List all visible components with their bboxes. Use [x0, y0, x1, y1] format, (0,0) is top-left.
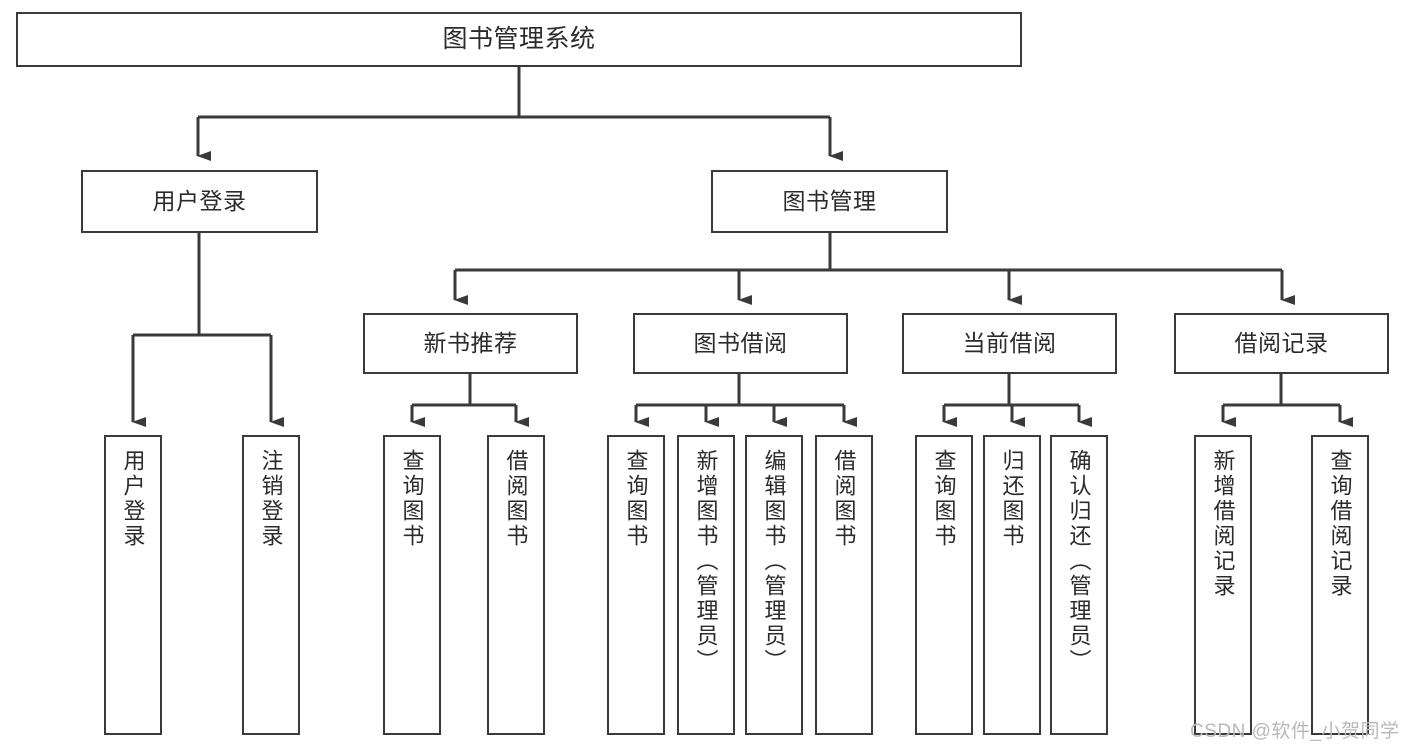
node-root[interactable]: 图书管理系统: [16, 12, 1022, 67]
node-book-borrow-label: 图书借阅: [693, 330, 788, 357]
leaf-book-borrow-lend-label: 借阅图书: [831, 449, 857, 549]
leaf-book-borrow-lend[interactable]: 借阅图书: [815, 435, 873, 735]
leaf-current-borrow-confirm[interactable]: 确认归还（管理员）: [1050, 435, 1108, 735]
node-new-book-recommend-label: 新书推荐: [423, 330, 518, 357]
leaf-book-borrow-query-label: 查询图书: [623, 449, 649, 549]
leaf-current-borrow-query-label: 查询图书: [931, 449, 957, 549]
leaf-new-book-borrow-label: 借阅图书: [503, 449, 529, 549]
leaf-book-borrow-add[interactable]: 新增图书（管理员）: [677, 435, 735, 735]
node-user-login[interactable]: 用户登录: [81, 170, 318, 233]
leaf-current-borrow-return[interactable]: 归还图书: [983, 435, 1041, 735]
node-new-book-recommend[interactable]: 新书推荐: [363, 313, 578, 374]
node-borrow-record[interactable]: 借阅记录: [1174, 313, 1389, 374]
node-current-borrow[interactable]: 当前借阅: [902, 313, 1117, 374]
node-root-label: 图书管理系统: [442, 25, 596, 53]
leaf-book-borrow-edit[interactable]: 编辑图书（管理员）: [745, 435, 803, 735]
leaf-user-login-signout[interactable]: 注销登录: [242, 435, 300, 735]
leaf-user-login-signin[interactable]: 用户登录: [104, 435, 162, 735]
leaf-borrow-record-query[interactable]: 查询借阅记录: [1311, 435, 1369, 735]
node-borrow-record-label: 借阅记录: [1234, 330, 1329, 357]
leaf-current-borrow-return-label: 归还图书: [999, 449, 1025, 549]
leaf-new-book-query[interactable]: 查询图书: [383, 435, 441, 735]
leaf-book-borrow-edit-label: 编辑图书（管理员）: [761, 449, 787, 674]
leaf-borrow-record-query-label: 查询借阅记录: [1327, 449, 1353, 599]
leaf-user-login-signout-label: 注销登录: [258, 449, 284, 549]
node-book-borrow[interactable]: 图书借阅: [633, 313, 848, 374]
leaf-current-borrow-query[interactable]: 查询图书: [915, 435, 973, 735]
leaf-user-login-signin-label: 用户登录: [120, 449, 146, 549]
node-book-management[interactable]: 图书管理: [711, 170, 948, 233]
leaf-new-book-query-label: 查询图书: [399, 449, 425, 549]
node-user-login-label: 用户登录: [152, 188, 247, 215]
leaf-book-borrow-query[interactable]: 查询图书: [607, 435, 665, 735]
leaf-borrow-record-add-label: 新增借阅记录: [1210, 449, 1236, 599]
leaf-new-book-borrow[interactable]: 借阅图书: [487, 435, 545, 735]
node-book-management-label: 图书管理: [782, 188, 877, 215]
leaf-current-borrow-confirm-label: 确认归还（管理员）: [1066, 449, 1092, 674]
leaf-book-borrow-add-label: 新增图书（管理员）: [693, 449, 719, 674]
node-current-borrow-label: 当前借阅: [962, 330, 1057, 357]
leaf-borrow-record-add[interactable]: 新增借阅记录: [1194, 435, 1252, 735]
